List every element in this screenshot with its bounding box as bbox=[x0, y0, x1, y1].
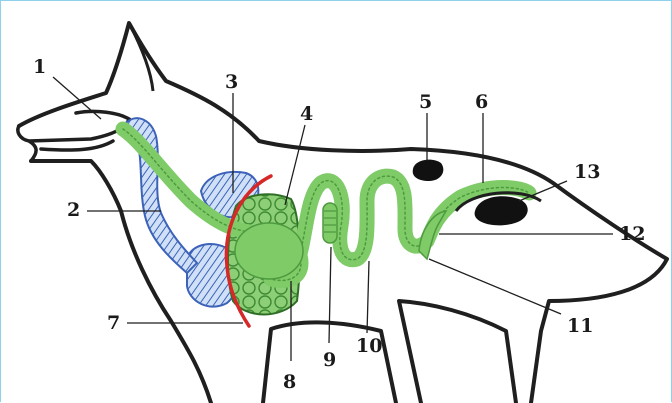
kidney bbox=[413, 160, 444, 181]
label-11: 11 bbox=[567, 317, 593, 336]
label-2: 2 bbox=[67, 201, 80, 220]
label-5: 5 bbox=[419, 93, 432, 112]
label-9: 9 bbox=[323, 351, 336, 370]
label-10: 10 bbox=[356, 337, 382, 356]
label-4: 4 bbox=[300, 105, 313, 124]
label-12: 12 bbox=[619, 225, 645, 244]
stomach bbox=[235, 223, 303, 279]
label-13: 13 bbox=[574, 163, 600, 182]
rectum bbox=[419, 211, 446, 259]
label-7: 7 bbox=[107, 314, 120, 333]
label-6: 6 bbox=[475, 93, 488, 112]
label-1: 1 bbox=[33, 58, 46, 77]
label-3: 3 bbox=[225, 73, 238, 92]
label-8: 8 bbox=[283, 373, 296, 392]
pancreas bbox=[323, 203, 337, 243]
